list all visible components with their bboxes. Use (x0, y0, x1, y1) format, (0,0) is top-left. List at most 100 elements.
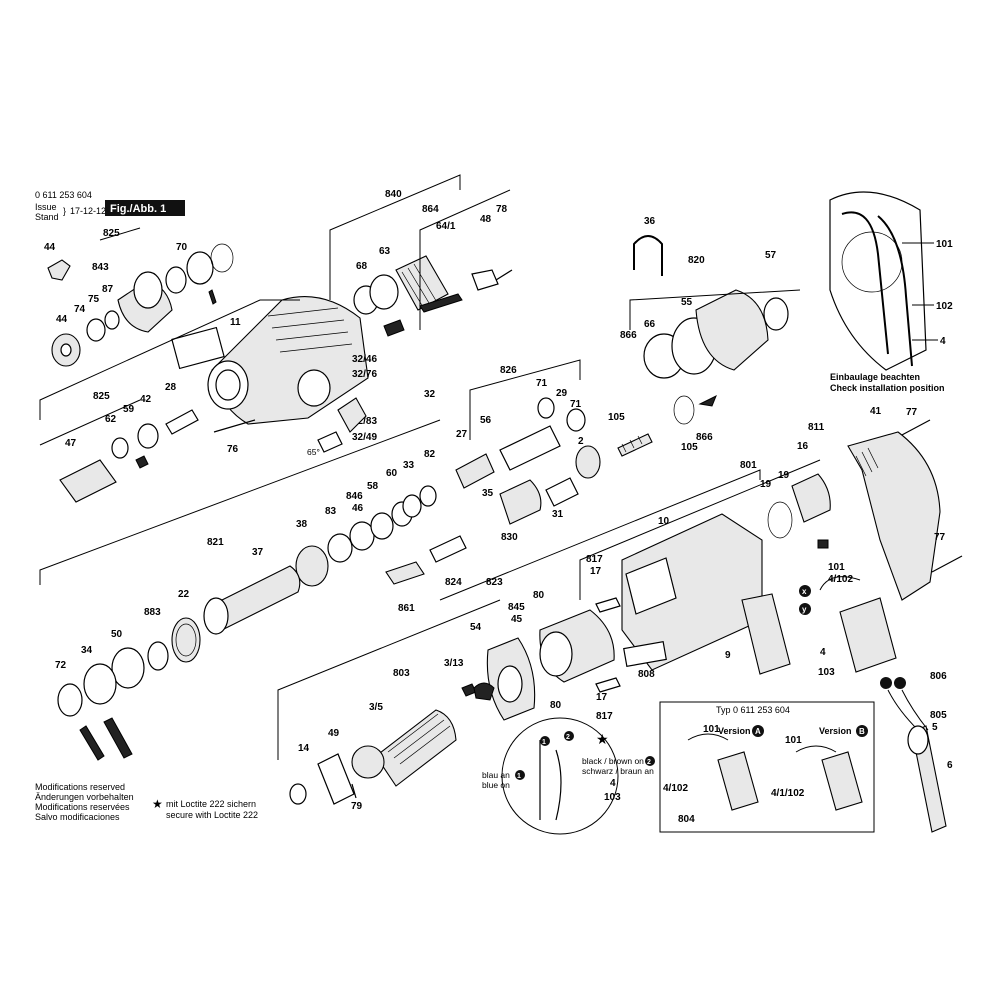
fan-wheel (351, 745, 385, 779)
bearing-group: 840 864 64/1 48 78 63 68 (353, 189, 513, 315)
inset-housing (829, 191, 927, 371)
wiring-detail: 1 2 ★ black / brown on 2 schwarz / braun… (482, 717, 655, 835)
ring-883 (147, 641, 169, 671)
callout-32-46: 32/46 (352, 354, 377, 365)
callout-31: 31 (552, 509, 564, 520)
callout-101: 101 (828, 562, 845, 573)
assembly-line-825 (39, 299, 300, 420)
callout-825-b: 825 (93, 391, 110, 402)
callout-82: 82 (424, 449, 436, 460)
callout-19-b: 19 (760, 479, 772, 490)
callout-79: 79 (351, 801, 363, 812)
callout-105-b: 105 (681, 442, 698, 453)
callout-2: 2 (578, 436, 584, 447)
version-b-badge-label: B (859, 727, 865, 736)
footer-star-icon: ★ (152, 797, 163, 811)
callout-825: 825 (103, 228, 120, 239)
detail-wires (539, 740, 562, 821)
grease-strip (419, 293, 463, 313)
callout-77-b: 77 (934, 532, 946, 543)
flange-group: 36 820 57 55 66 866 105 866 105 (608, 216, 789, 457)
ring-assembly (186, 251, 214, 285)
fig-label: Fig./Abb. 1 (110, 203, 166, 215)
callout-10: 10 (658, 516, 670, 527)
piston-27 (455, 453, 495, 489)
ring-19 (767, 501, 793, 539)
callout-83: 83 (325, 506, 337, 517)
plate-49 (317, 753, 355, 805)
marker-y (799, 603, 811, 615)
callout-75: 75 (88, 294, 100, 305)
assembly-line-803 (277, 599, 501, 760)
label-plate-11 (171, 326, 225, 370)
callout-4: 4 (820, 647, 826, 658)
leader-825-b (39, 399, 141, 446)
pin-part (208, 289, 217, 305)
callout-864: 864 (422, 204, 439, 215)
callout-3-13: 3/13 (444, 658, 464, 669)
detail-dot-1-label: 1 (542, 739, 546, 746)
callout-9: 9 (725, 650, 731, 661)
loctite-star: ★ (596, 731, 609, 747)
brush-holder-16 (791, 473, 831, 523)
callout-4-wiring: 4 (610, 778, 616, 789)
version-b-badge (856, 725, 868, 737)
stator-group: 817 17 80 845 45 17 817 80 54 (470, 554, 621, 722)
callout-4-1-102: 4/1/102 (771, 788, 805, 799)
spring-ring (210, 243, 234, 273)
callout-45: 45 (511, 614, 523, 625)
ring-46 (349, 521, 375, 551)
assembly-line-826 (469, 359, 581, 440)
housing-ribs (267, 307, 353, 353)
footer-modifications-en: Modifications reserved (35, 782, 125, 792)
ring-58 (370, 512, 394, 540)
callout-59: 59 (123, 404, 135, 415)
callout-16: 16 (797, 441, 809, 452)
wiring-blue-on: blue on (482, 780, 510, 790)
callout-50: 50 (111, 629, 123, 640)
wiring-black-brown-on: black / brown on (582, 756, 644, 766)
callout-5: 5 (932, 722, 938, 733)
handle-ribs (855, 447, 879, 477)
callout-54: 54 (470, 622, 482, 633)
ring-72 (57, 683, 83, 717)
callout-49: 49 (328, 728, 340, 739)
spindle-end (203, 597, 229, 635)
gear-38 (295, 545, 329, 587)
version-a-badge (752, 725, 764, 737)
callout-72: 72 (55, 660, 67, 671)
version-b-label: Version (819, 726, 852, 736)
callout-824: 824 (445, 577, 462, 588)
housing-window (625, 557, 677, 615)
screw-79 (351, 783, 357, 799)
wire-1-dot (880, 677, 892, 689)
assembly-line-820 (629, 289, 801, 330)
callout-4-102: 4/102 (828, 574, 853, 585)
callout-4-102-va: 4/102 (663, 783, 688, 794)
part-number: 0 611 253 604 (35, 190, 92, 200)
assembly-line-864 (419, 189, 511, 330)
ring-75 (104, 310, 120, 330)
bearing-14 (289, 783, 307, 805)
issue-bracket: } (63, 206, 66, 216)
callout-846: 846 (346, 491, 363, 502)
fig-label-box (105, 200, 185, 216)
ring-34 (83, 663, 117, 705)
assembly-line-823 (439, 469, 761, 601)
inset-title-en: Check installation position (830, 383, 945, 393)
wiring-dot-1-label: 1 (517, 773, 521, 780)
wire-2-dot (894, 677, 906, 689)
wiring-blau-an: blau an (482, 770, 510, 780)
assembly-line-840 (329, 174, 461, 300)
screw-77 (899, 419, 931, 437)
callout-80-b: 80 (550, 700, 562, 711)
callout-47: 47 (65, 438, 77, 449)
gear-2 (575, 445, 601, 479)
flange-820 (695, 289, 769, 371)
ring-33 (402, 494, 422, 518)
callout-804: 804 (678, 814, 695, 825)
wiring-dot-2 (645, 756, 655, 766)
gear-22-teeth (175, 623, 197, 657)
callout-821: 821 (207, 537, 224, 548)
